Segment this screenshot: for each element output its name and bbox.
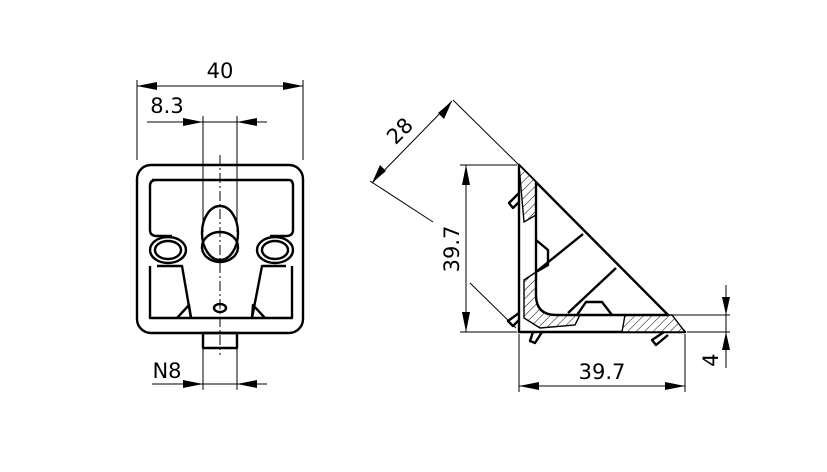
front-view: 40 8.3 N8	[135, 59, 305, 390]
dim-line-leg	[371, 100, 453, 184]
dim-label-nut: N8	[152, 359, 181, 383]
side-view: 28 39.7 39.7 4	[369, 99, 730, 392]
rib-2	[567, 267, 617, 314]
side-hole-left	[148, 235, 188, 265]
section-hatch-top	[518, 163, 537, 224]
nut-pocket-vertical	[535, 239, 550, 274]
dim-label-length: 39.7	[579, 360, 626, 384]
dim-label-width: 40	[207, 59, 234, 83]
inner-profile-top	[148, 178, 295, 238]
inner-edge	[534, 182, 668, 317]
dim-label-thickness: 4	[699, 353, 723, 366]
dim-label-leg: 28	[382, 113, 418, 149]
dim-label-slot: 8.3	[150, 94, 183, 118]
nut-pocket-horizontal	[576, 300, 613, 316]
section-hatch-corner	[523, 270, 582, 329]
tabs	[506, 192, 669, 347]
inner-ribs	[176, 303, 266, 319]
side-hole-right-inner	[260, 239, 290, 261]
section-hatch-right	[621, 314, 687, 333]
bracket-outline	[517, 163, 687, 334]
inner-profile-bottom	[148, 266, 294, 320]
dim-label-height: 39.7	[440, 226, 464, 273]
inner-walls	[157, 264, 286, 319]
side-hole-right	[255, 235, 295, 265]
rib-1	[535, 233, 584, 273]
side-hole-left-inner	[153, 239, 183, 261]
